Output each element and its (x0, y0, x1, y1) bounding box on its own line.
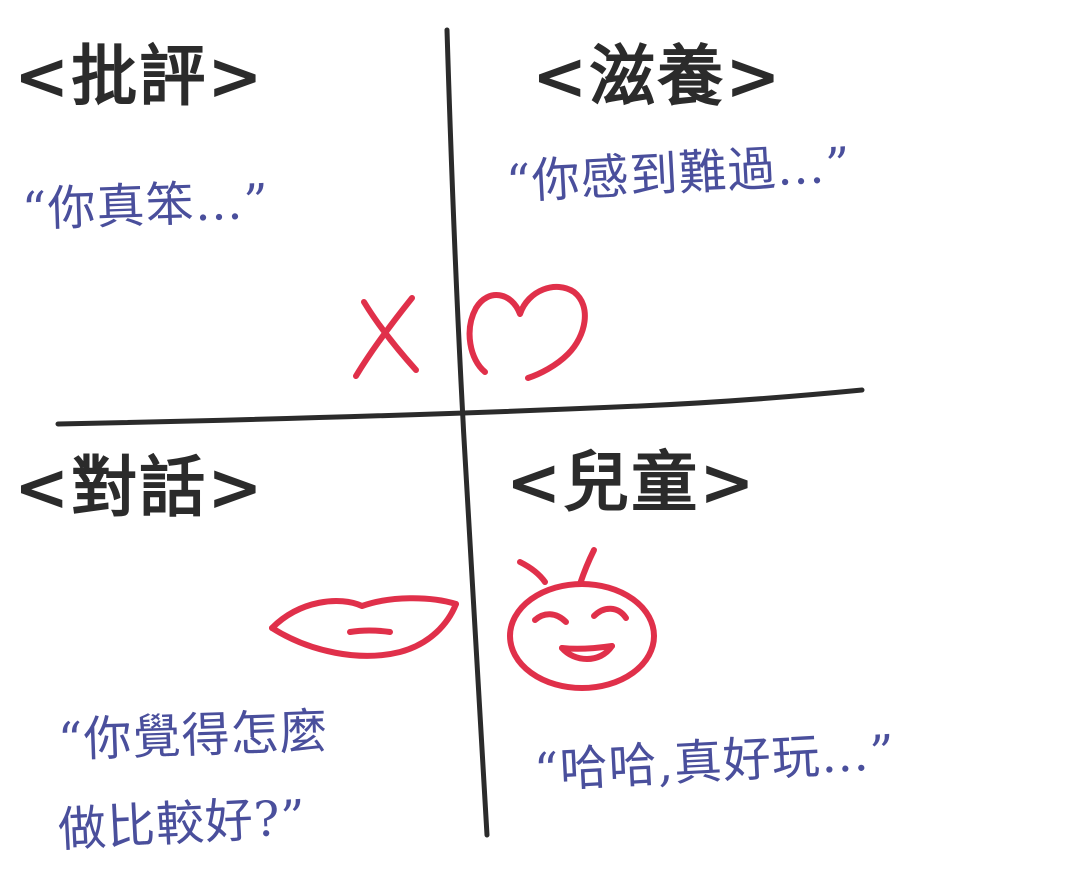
lips-icon (269, 595, 459, 659)
dialogue-heading: <對話> (14, 449, 265, 526)
child-heading: <兒童> (506, 444, 757, 521)
smiley-face-icon (507, 547, 657, 691)
critic-heading: <批評> (14, 38, 265, 115)
nurture-heading: <滋養> (532, 38, 783, 115)
x-mark-icon (353, 295, 419, 379)
vertical-divider-line (444, 27, 490, 838)
horizontal-divider-line (55, 387, 865, 427)
heart-icon (466, 284, 588, 381)
